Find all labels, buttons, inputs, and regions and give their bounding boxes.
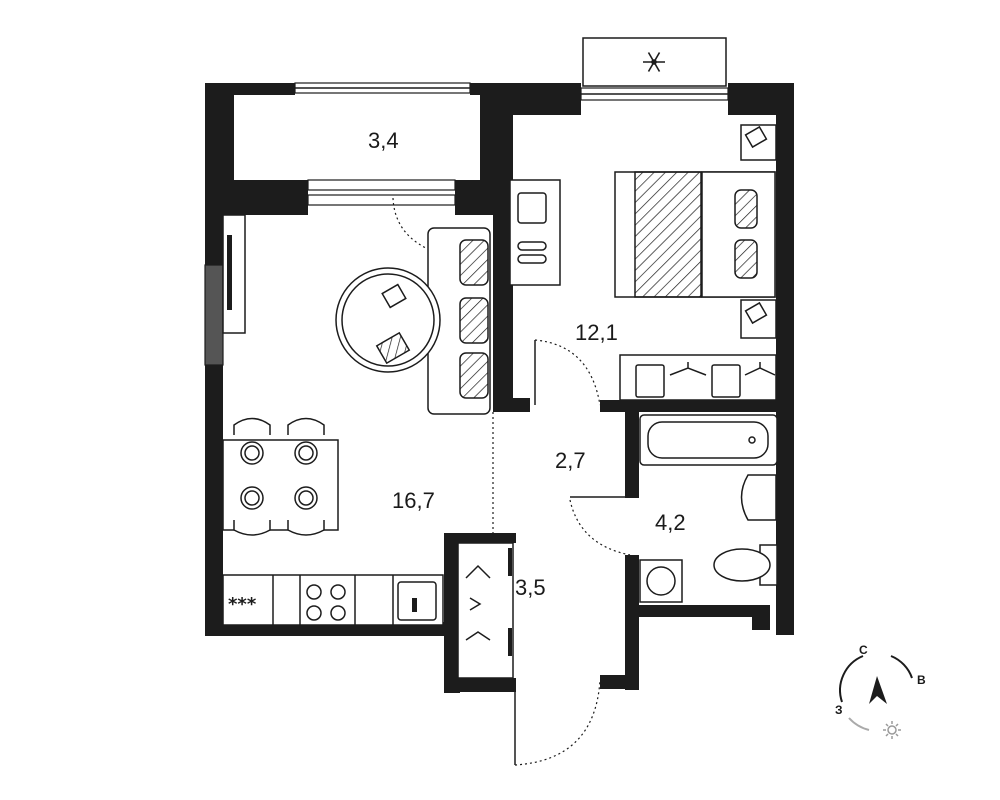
room-labels: 3,4 12,1 2,7 16,7 4,2 3,5 bbox=[368, 128, 686, 600]
kitchen-row: *** bbox=[222, 574, 444, 626]
hob-glyph: *** bbox=[228, 594, 257, 615]
sun-icon bbox=[883, 721, 901, 739]
label-bedroom: 12,1 bbox=[575, 320, 618, 345]
bathroom-fixtures bbox=[639, 414, 778, 603]
compass-east: В bbox=[917, 673, 926, 687]
snowflake-icon bbox=[643, 52, 665, 72]
label-hall: 2,7 bbox=[555, 448, 586, 473]
bedroom-furniture bbox=[509, 124, 777, 401]
compass: С В З bbox=[835, 643, 926, 739]
compass-north: С bbox=[859, 643, 868, 657]
walls bbox=[205, 83, 794, 693]
label-bathroom: 4,2 bbox=[655, 510, 686, 535]
label-living: 16,7 bbox=[392, 488, 435, 513]
compass-needle-icon bbox=[869, 676, 887, 704]
entry-wardrobe bbox=[457, 542, 514, 679]
label-entry: 3,5 bbox=[515, 575, 546, 600]
living-furniture bbox=[222, 214, 491, 415]
label-balcony: 3,4 bbox=[368, 128, 399, 153]
compass-west: З bbox=[835, 703, 843, 717]
dining-set bbox=[222, 417, 339, 536]
windows bbox=[204, 82, 729, 366]
ac-unit bbox=[582, 37, 727, 87]
